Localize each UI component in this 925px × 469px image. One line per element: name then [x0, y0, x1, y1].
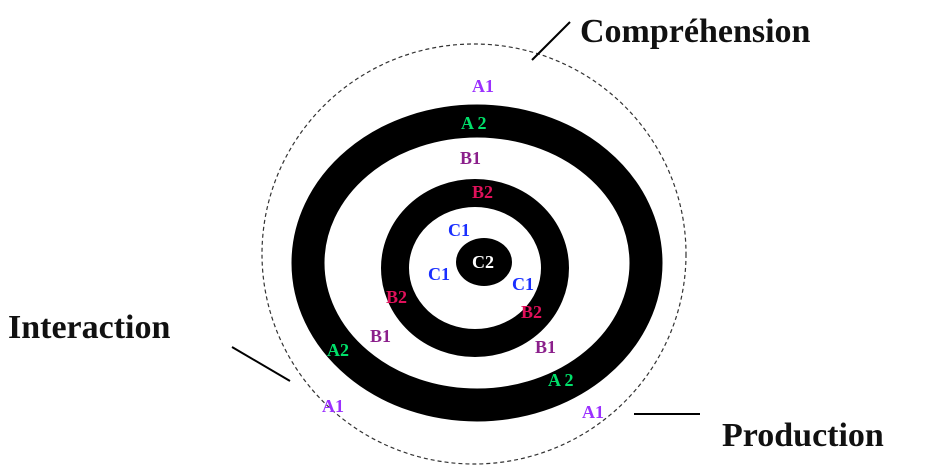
level-a2-top: A 2 — [461, 113, 487, 133]
level-c1-right: C1 — [512, 274, 534, 294]
level-a2-left: A2 — [327, 340, 349, 360]
level-a2-right: A 2 — [548, 370, 574, 390]
comprehension-pointer — [531, 21, 571, 61]
level-b2-right: B2 — [521, 302, 542, 322]
outer-dashed-circle — [261, 43, 687, 465]
label-comprehension: Compréhension — [580, 13, 811, 50]
level-b2-top: B2 — [472, 182, 493, 202]
level-a1-top: A1 — [472, 76, 494, 96]
level-b1-left: B1 — [370, 326, 391, 346]
level-c1-top: C1 — [448, 220, 470, 240]
level-b1-top: B1 — [460, 148, 481, 168]
level-a1-right: A1 — [582, 402, 604, 422]
interaction-pointer — [231, 346, 291, 382]
level-b1-right: B1 — [535, 337, 556, 357]
ring-a2 — [291, 104, 663, 422]
level-c1-left: C1 — [428, 264, 450, 284]
level-a1-left: A1 — [322, 396, 344, 416]
level-b2-left: B2 — [386, 287, 407, 307]
label-interaction: Interaction — [8, 309, 171, 346]
center-c2 — [456, 238, 512, 286]
level-c2-center: C2 — [472, 252, 494, 272]
label-production: Production — [722, 417, 884, 454]
ring-b2 — [381, 179, 569, 357]
